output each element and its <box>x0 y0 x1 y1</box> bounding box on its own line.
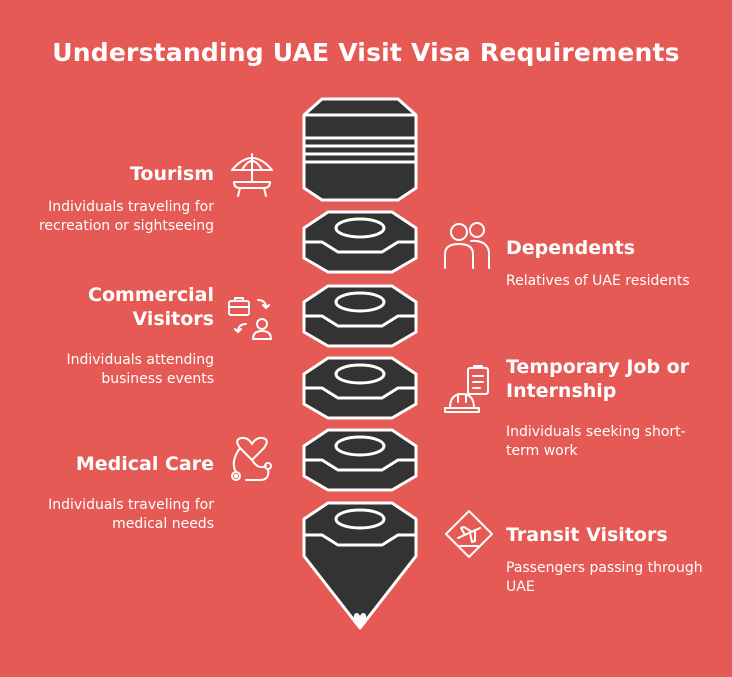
item-medical-title: Medical Care <box>75 453 214 475</box>
item-transit-desc: Passengers passing through UAE <box>506 560 703 595</box>
item-dependents-title: Dependents <box>506 237 636 259</box>
beach-umbrella-icon <box>231 153 273 197</box>
page-title: Understanding UAE Visit Visa Requirement… <box>52 38 680 67</box>
pencil-cap-segment <box>302 97 418 202</box>
pencil-segment-1 <box>302 210 418 274</box>
airplane-sign-icon <box>445 510 493 558</box>
pencil-segment-3 <box>302 356 418 420</box>
item-transit: Transit Visitors Passengers passing thro… <box>506 523 716 597</box>
item-tourism: Tourism Individuals traveling for recrea… <box>14 162 214 236</box>
item-tourism-desc: Individuals traveling for recreation or … <box>38 199 214 234</box>
item-tourism-title: Tourism <box>129 163 214 185</box>
item-transit-title: Transit Visitors <box>506 524 668 546</box>
hardhat-clipboard-icon <box>444 365 489 413</box>
item-dependents: Dependents Relatives of UAE residents <box>506 236 716 291</box>
stethoscope-heart-icon <box>231 436 272 481</box>
item-temporary-title: Temporary Job or Internship <box>506 356 690 402</box>
pencil-segment-4 <box>302 428 418 492</box>
pencil-tip-heart <box>353 613 367 626</box>
item-commercial-title: Commercial Visitors <box>88 284 214 330</box>
item-temporary: Temporary Job or Internship Individuals … <box>506 355 716 461</box>
item-commercial-desc: Individuals attending business events <box>66 352 214 387</box>
pencil-tip-segment <box>302 501 418 630</box>
item-commercial: Commercial Visitors Individuals attendin… <box>14 283 214 389</box>
item-dependents-desc: Relatives of UAE residents <box>506 273 690 289</box>
item-temporary-desc: Individuals seeking short-term work <box>506 424 686 459</box>
pencil-segment-2 <box>302 284 418 348</box>
item-medical: Medical Care Individuals traveling for m… <box>14 452 214 534</box>
people-icon <box>444 222 490 269</box>
item-medical-desc: Individuals traveling for medical needs <box>48 497 214 532</box>
briefcase-exchange-icon <box>228 297 272 340</box>
